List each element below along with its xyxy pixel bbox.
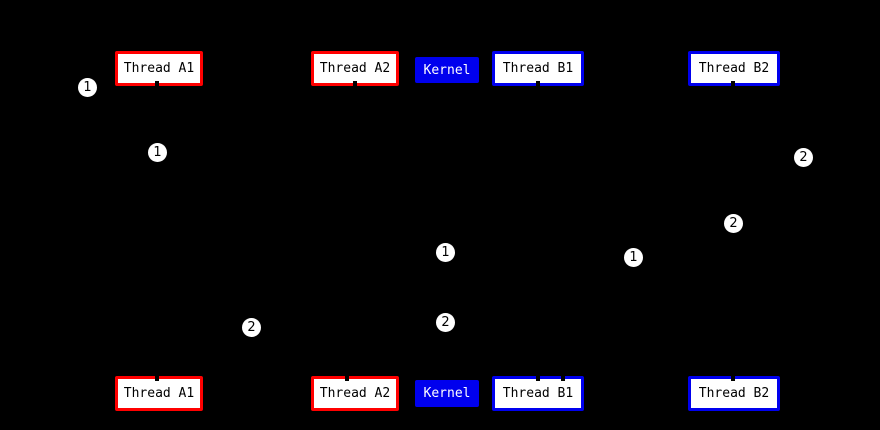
- lifeline-stub: [536, 81, 540, 88]
- actor-box-thread-b2-top: Thread B2: [688, 51, 780, 86]
- actor-box-kernel-top: Kernel: [415, 57, 479, 83]
- lifeline-stub: [731, 81, 735, 88]
- lifeline-stub: [561, 374, 565, 381]
- lifeline-stub: [345, 374, 349, 381]
- event-marker: 1: [624, 248, 643, 267]
- lifeline-stub: [353, 81, 357, 88]
- event-marker: 2: [794, 148, 813, 167]
- actor-box-thread-b1-bottom: Thread B1: [492, 376, 584, 411]
- event-marker: 1: [436, 243, 455, 262]
- actor-box-thread-a2-top: Thread A2: [311, 51, 399, 86]
- event-marker: 2: [436, 313, 455, 332]
- lifeline-stub: [155, 81, 159, 88]
- event-marker: 1: [148, 143, 167, 162]
- lifeline-stub: [536, 374, 540, 381]
- event-marker: 2: [724, 214, 743, 233]
- event-marker: 1: [78, 78, 97, 97]
- actor-box-thread-a2-bottom: Thread A2: [311, 376, 399, 411]
- lifeline-stub: [731, 374, 735, 381]
- actor-box-thread-b2-bottom: Thread B2: [688, 376, 780, 411]
- actor-box-kernel-bottom: Kernel: [415, 380, 479, 407]
- lifeline-stub: [155, 374, 159, 381]
- actor-box-thread-a1-top: Thread A1: [115, 51, 203, 86]
- actor-box-thread-a1-bottom: Thread A1: [115, 376, 203, 411]
- event-marker: 2: [242, 318, 261, 337]
